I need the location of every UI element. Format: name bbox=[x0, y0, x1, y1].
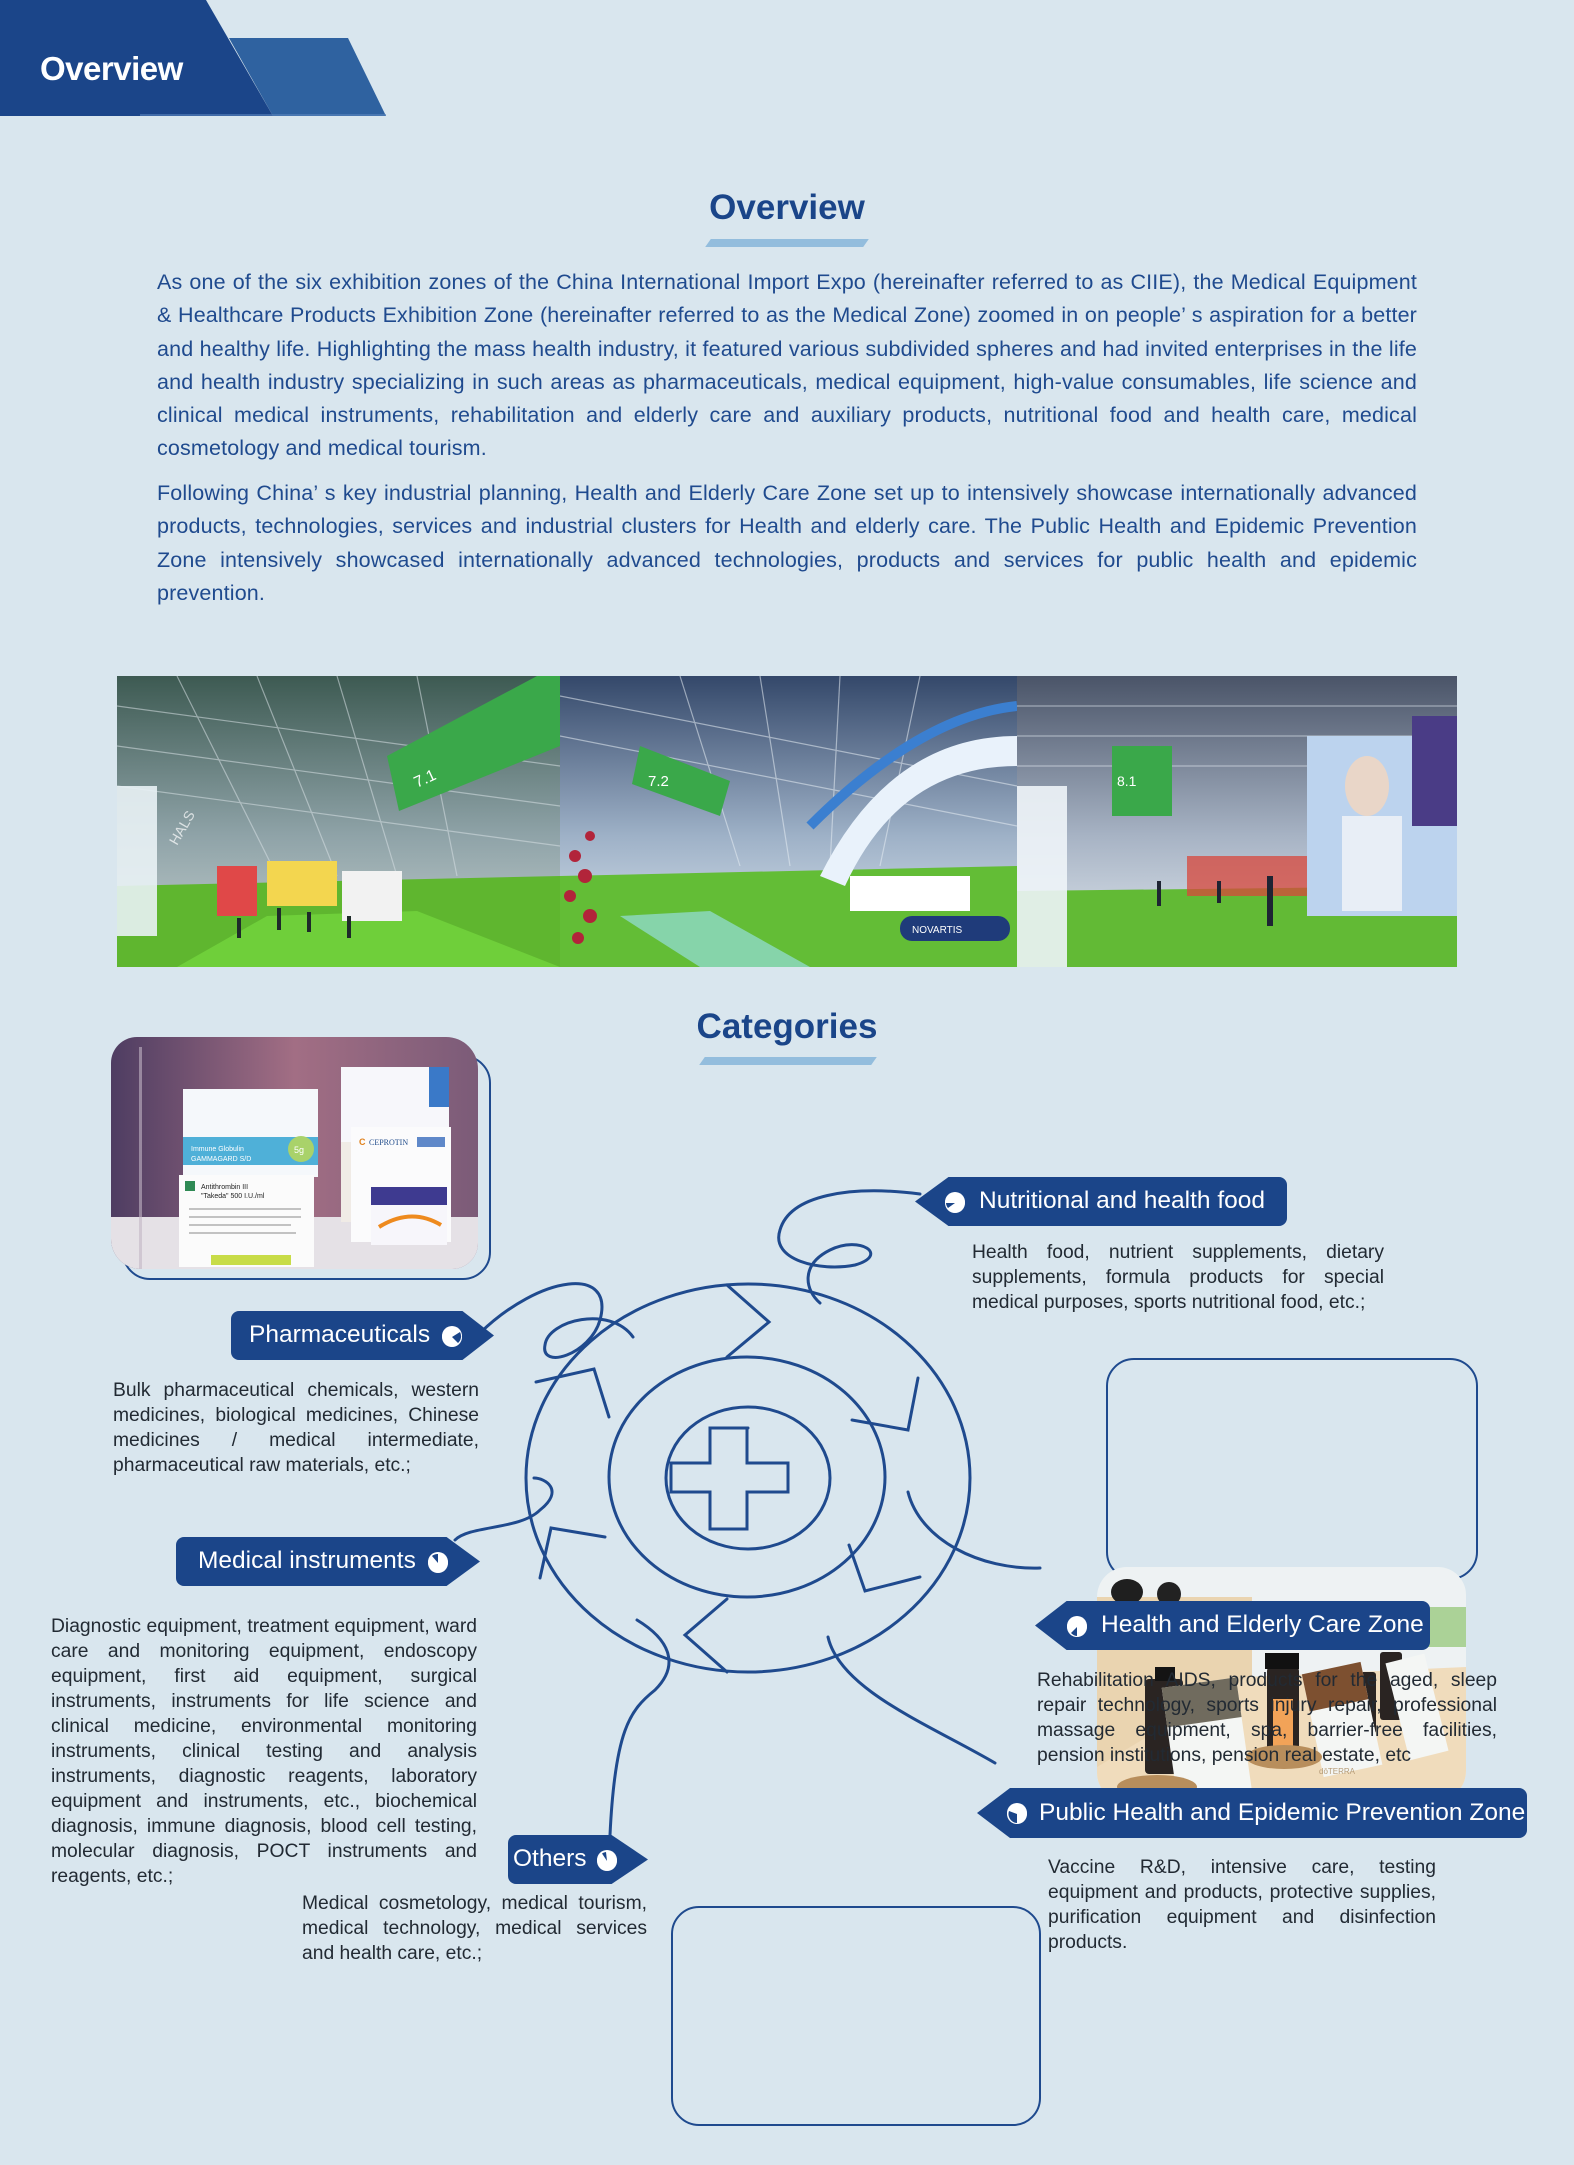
exhibition-photo-hall-7-2: NOVARTIS 7.2 bbox=[560, 676, 1017, 967]
category-label: Nutritional and health food bbox=[979, 1187, 1266, 1215]
banner-title: Overview bbox=[40, 50, 183, 87]
pie-chart-icon bbox=[1007, 1803, 1027, 1824]
category-label: Others bbox=[513, 1845, 587, 1873]
pie-chart-icon bbox=[1067, 1615, 1087, 1637]
category-tag-nutritional[interactable]: Nutritional and health food bbox=[915, 1177, 1287, 1226]
overview-title-underline bbox=[705, 239, 869, 247]
svg-text:5g: 5g bbox=[294, 1145, 304, 1155]
category-tag-public-health[interactable]: Public Health and Epidemic Prevention Zo… bbox=[977, 1788, 1527, 1838]
pie-chart-icon bbox=[442, 1325, 463, 1347]
nutritional-description: Health food, nutrient supplements, dieta… bbox=[972, 1242, 1384, 1313]
others-photo-frame bbox=[671, 1906, 1041, 2126]
hall-photo-illustration: 7.1 HALS bbox=[117, 676, 560, 967]
svg-text:7.2: 7.2 bbox=[648, 773, 669, 790]
header-banner bbox=[0, 0, 386, 116]
pie-chart-icon bbox=[427, 1551, 448, 1573]
public-health-description: Vaccine R&D, intensive care, testing equ… bbox=[1048, 1857, 1436, 1953]
exhibition-photo-hall-8-1: 8.1 bbox=[1017, 676, 1457, 967]
svg-text:C: C bbox=[359, 1137, 366, 1147]
svg-text:"Takeda" 500 I.U./ml: "Takeda" 500 I.U./ml bbox=[201, 1193, 265, 1200]
others-description: Medical cosmetology, medical tourism, me… bbox=[302, 1893, 647, 1964]
category-tag-health-elderly-care[interactable]: Health and Elderly Care Zone bbox=[1035, 1601, 1430, 1650]
exhibition-photo-hall-7-1: 7.1 HALS bbox=[117, 676, 560, 967]
exhibition-photo-strip: 7.1 HALS NOVARTIS 7.2 bbox=[117, 676, 1457, 967]
svg-text:GAMMAGARD S/D: GAMMAGARD S/D bbox=[191, 1156, 251, 1163]
pharmaceuticals-photo: Immune Globulin GAMMAGARD S/D 5g C CEPRO… bbox=[111, 1037, 478, 1269]
overview-paragraph-1: As one of the six exhibition zones of th… bbox=[157, 270, 1417, 461]
category-label: Public Health and Epidemic Prevention Zo… bbox=[1039, 1798, 1526, 1826]
pie-chart-icon bbox=[596, 1849, 617, 1871]
svg-text:CEPROTIN: CEPROTIN bbox=[369, 1138, 408, 1147]
svg-text:NOVARTIS: NOVARTIS bbox=[912, 925, 963, 936]
category-tag-medical-instruments[interactable]: Medical instruments bbox=[176, 1537, 480, 1586]
svg-text:Antithrombin III: Antithrombin III bbox=[201, 1184, 248, 1191]
category-label: Pharmaceuticals bbox=[249, 1321, 431, 1349]
category-label: Health and Elderly Care Zone bbox=[1101, 1611, 1424, 1639]
category-tag-pharmaceuticals[interactable]: Pharmaceuticals bbox=[231, 1311, 494, 1360]
pie-chart-icon bbox=[945, 1191, 965, 1213]
categories-title: Categories bbox=[696, 1007, 878, 1046]
svg-text:dōTERRA: dōTERRA bbox=[1319, 1767, 1356, 1776]
overview-paragraph-2: Following China’ s key industrial planni… bbox=[157, 481, 1417, 605]
health-elderly-description: Rehabilitation AIDS, products for the ag… bbox=[1037, 1670, 1497, 1766]
svg-text:Immune Globulin: Immune Globulin bbox=[191, 1146, 244, 1153]
pharmaceuticals-description: Bulk pharmaceutical chemicals, western m… bbox=[113, 1380, 479, 1476]
overview-title: Overview bbox=[709, 188, 865, 227]
categories-wheel-diagram bbox=[453, 1189, 1042, 1837]
medical-instruments-description: Diagnostic equipment, treatment equipmen… bbox=[51, 1616, 477, 1887]
category-label: Medical instruments bbox=[198, 1547, 416, 1575]
svg-text:8.1: 8.1 bbox=[1117, 773, 1137, 789]
nutritional-photo-frame bbox=[1106, 1358, 1478, 1580]
